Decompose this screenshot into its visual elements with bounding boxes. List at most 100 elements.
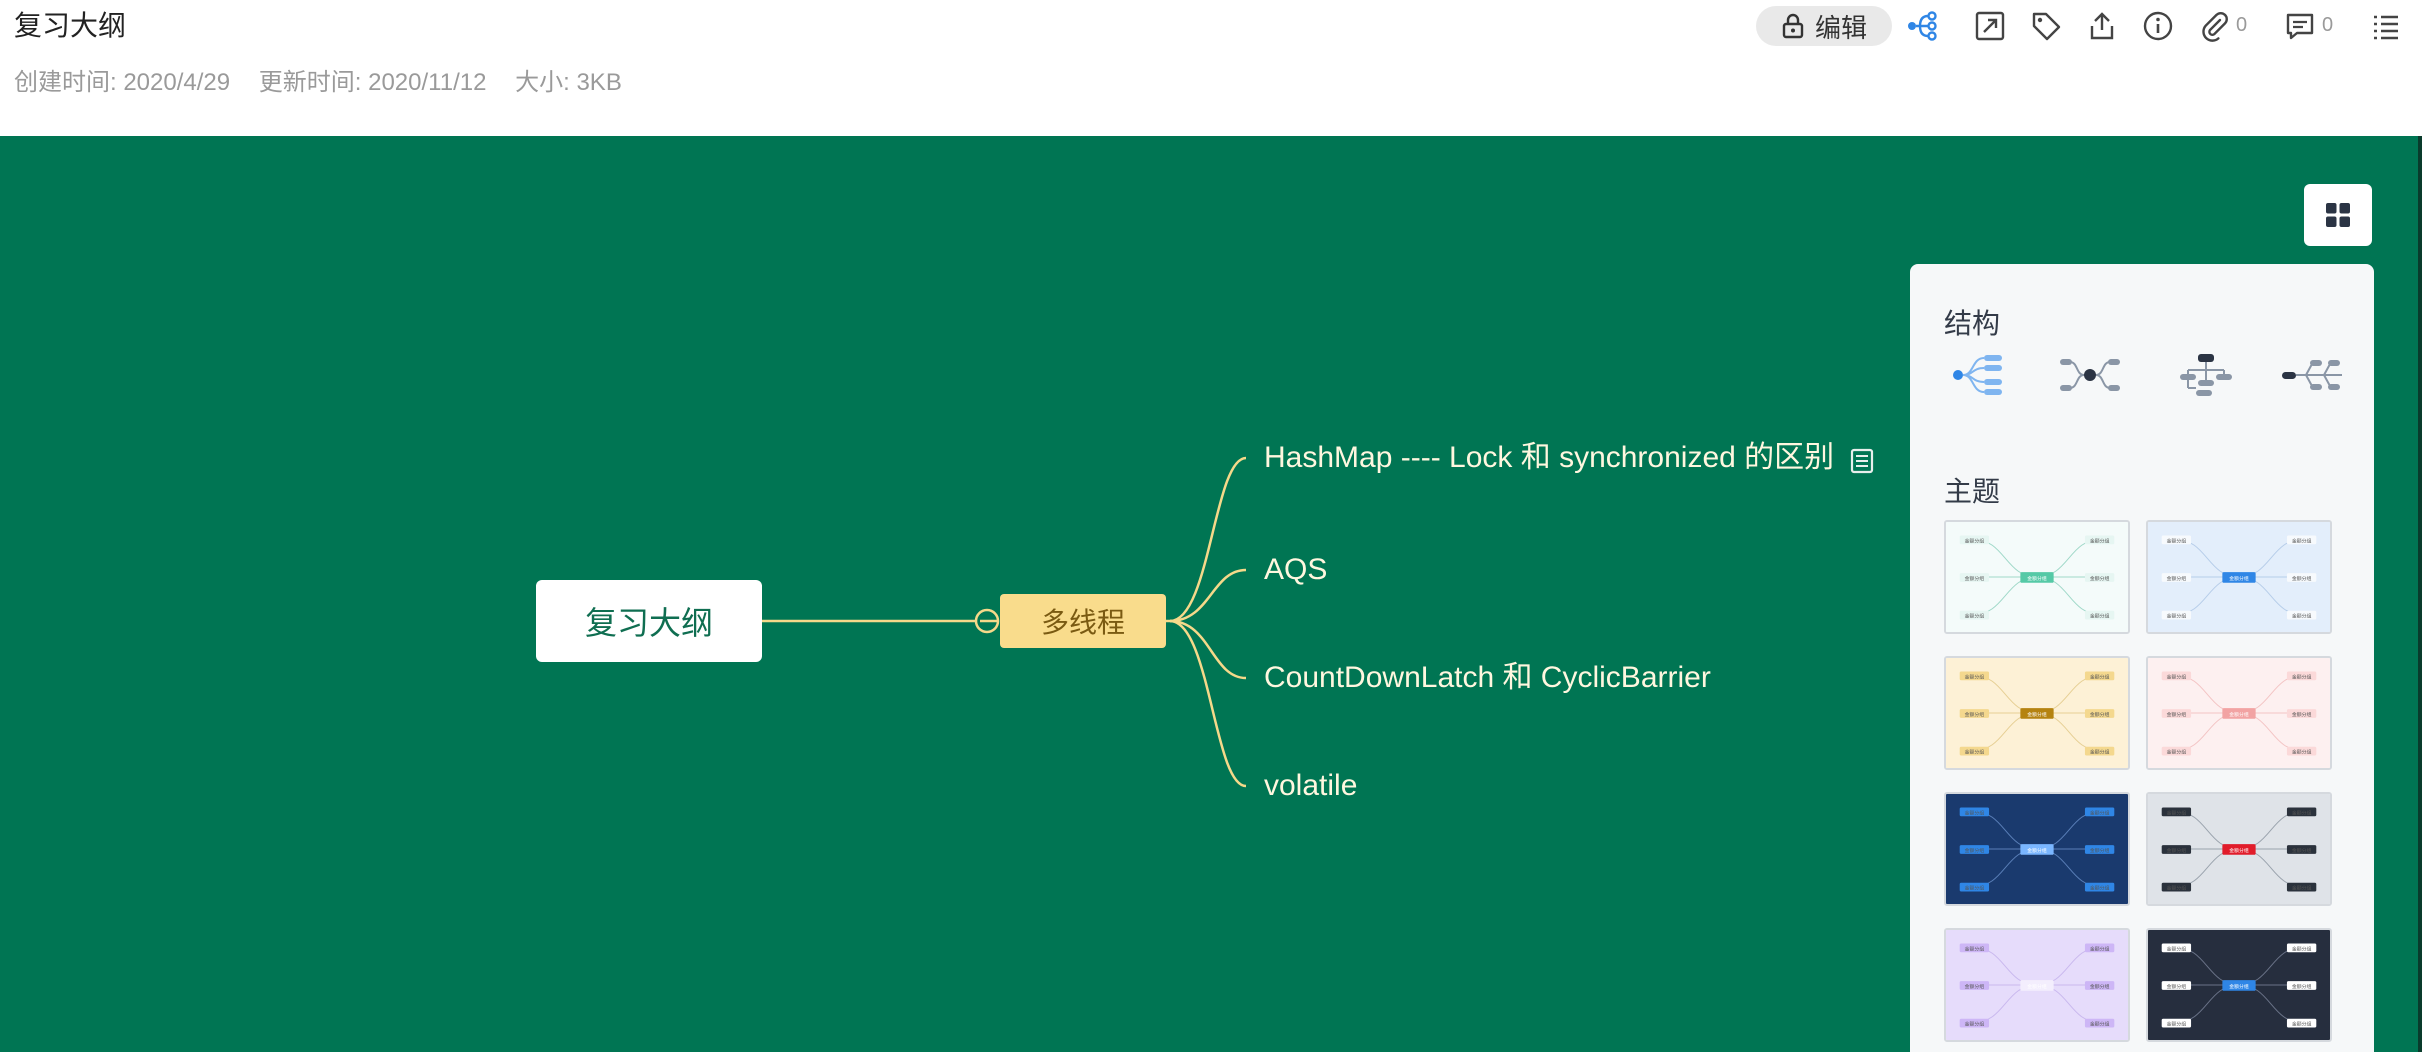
svg-text:金额分组: 金额分组 — [1965, 847, 1985, 854]
outline-icon[interactable] — [2370, 10, 2402, 42]
share-icon[interactable] — [2086, 10, 2118, 42]
theme-gray-red-card[interactable]: 金额分组金额分组金额分组金额分组金额分组金额分组金额分组 — [2146, 792, 2332, 906]
svg-text:金额分组: 金额分组 — [2292, 1021, 2312, 1028]
mindmap-structure-icon[interactable] — [2058, 352, 2122, 398]
svg-text:金额分组: 金额分组 — [2090, 809, 2110, 816]
structure-title: 结构 — [1944, 308, 2001, 339]
svg-text:金额分组: 金额分组 — [2167, 983, 2187, 990]
theme-dark-card[interactable]: 金额分组金额分组金额分组金额分组金额分组金额分组金额分组 — [2146, 928, 2332, 1042]
org-chart-structure-icon[interactable] — [2174, 352, 2238, 398]
svg-text:金额分组: 金额分组 — [2292, 847, 2312, 854]
svg-text:金额分组: 金额分组 — [2090, 1021, 2110, 1028]
canvas-scroll-edge — [2418, 136, 2422, 1052]
svg-text:金额分组: 金额分组 — [2167, 885, 2187, 892]
svg-text:金额分组: 金额分组 — [2167, 711, 2187, 718]
main-topic-node[interactable]: 多线程 — [1000, 594, 1166, 648]
theme-light-green-card[interactable]: 金额分组金额分组金额分组金额分组金额分组金额分组金额分组 — [1944, 520, 2130, 634]
svg-text:金额分组: 金额分组 — [2167, 575, 2187, 582]
svg-text:金额分组: 金额分组 — [2167, 673, 2187, 680]
child-node-hashmap[interactable]: HashMap ---- Lock 和 synchronized 的区别 — [1264, 441, 1835, 474]
document-header: 复习大纲 创建时间: 2020/4/29 更新时间: 2020/11/12 大小… — [0, 0, 2422, 136]
theme-title: 主题 — [1944, 476, 2001, 507]
svg-text:金额分组: 金额分组 — [2090, 711, 2110, 718]
attachment-icon[interactable] — [2198, 10, 2230, 42]
document-meta: 创建时间: 2020/4/29 更新时间: 2020/11/12 大小: 3KB — [14, 66, 644, 100]
svg-text:金额分组: 金额分组 — [2167, 749, 2187, 756]
expand-icon[interactable] — [1974, 10, 2006, 42]
layout-panel-toggle-button[interactable] — [2304, 184, 2372, 246]
mindmap-icon[interactable] — [1906, 10, 1938, 42]
svg-text:金额分组: 金额分组 — [1965, 1021, 1985, 1028]
svg-text:金额分组: 金额分组 — [2090, 613, 2110, 620]
child-node-aqs[interactable]: AQS — [1264, 553, 1328, 586]
svg-text:金额分组: 金额分组 — [2229, 711, 2249, 718]
logic-right-structure-icon[interactable] — [1950, 352, 2014, 398]
root-node[interactable]: 复习大纲 — [536, 580, 762, 662]
svg-text:金额分组: 金额分组 — [1965, 711, 1985, 718]
file-size: 大小: 3KB — [515, 69, 622, 96]
svg-text:金额分组: 金额分组 — [1965, 809, 1985, 816]
child-node-countdownlatch[interactable]: CountDownLatch 和 CyclicBarrier — [1264, 661, 1711, 694]
attachment-count: 0 — [2236, 14, 2248, 36]
document-title: 复习大纲 — [14, 10, 127, 41]
svg-text:金额分组: 金额分组 — [2167, 847, 2187, 854]
style-panel: 结构 — [1910, 264, 2374, 1052]
svg-text:金额分组: 金额分组 — [2090, 847, 2110, 854]
svg-text:金额分组: 金额分组 — [2292, 575, 2312, 582]
theme-navy-card[interactable]: 金额分组金额分组金额分组金额分组金额分组金额分组金额分组 — [1944, 792, 2130, 906]
theme-cream-card[interactable]: 金额分组金额分组金额分组金额分组金额分组金额分组金额分组 — [1944, 656, 2130, 770]
svg-text:金额分组: 金额分组 — [1965, 537, 1985, 544]
svg-text:金额分组: 金额分组 — [2167, 945, 2187, 952]
svg-text:金额分组: 金额分组 — [1965, 885, 1985, 892]
mindmap-canvas[interactable]: 复习大纲 多线程 HashMap ---- Lock 和 synchronize… — [0, 136, 2422, 1052]
svg-text:金额分组: 金额分组 — [1965, 673, 1985, 680]
svg-text:金额分组: 金额分组 — [1965, 575, 1985, 582]
svg-text:金额分组: 金额分组 — [2090, 749, 2110, 756]
svg-text:金额分组: 金额分组 — [2090, 537, 2110, 544]
svg-text:金额分组: 金额分组 — [2292, 983, 2312, 990]
theme-pink-card[interactable]: 金额分组金额分组金额分组金额分组金额分组金额分组金额分组 — [2146, 656, 2332, 770]
svg-text:金额分组: 金额分组 — [2090, 945, 2110, 952]
svg-text:金额分组: 金额分组 — [2292, 711, 2312, 718]
svg-text:金额分组: 金额分组 — [2167, 1021, 2187, 1028]
svg-text:金额分组: 金额分组 — [2167, 537, 2187, 544]
svg-text:金额分组: 金额分组 — [2167, 809, 2187, 816]
comment-icon[interactable] — [2284, 10, 2316, 42]
svg-text:金额分组: 金额分组 — [2027, 711, 2047, 718]
created-time: 创建时间: 2020/4/29 — [14, 69, 231, 96]
svg-text:金额分组: 金额分组 — [1965, 749, 1985, 756]
edit-button-label: 编辑 — [1814, 12, 1867, 43]
svg-text:金额分组: 金额分组 — [2027, 983, 2047, 990]
svg-text:金额分组: 金额分组 — [2292, 613, 2312, 620]
svg-text:金额分组: 金额分组 — [2027, 575, 2047, 582]
edit-button[interactable]: 编辑 — [1756, 6, 1892, 46]
svg-text:金额分组: 金额分组 — [2229, 575, 2249, 582]
theme-lavender-card[interactable]: 金额分组金额分组金额分组金额分组金额分组金额分组金额分组 — [1944, 928, 2130, 1042]
svg-text:金额分组: 金额分组 — [2027, 847, 2047, 854]
updated-time: 更新时间: 2020/11/12 — [258, 69, 487, 96]
svg-text:金额分组: 金额分组 — [2292, 885, 2312, 892]
svg-text:金额分组: 金额分组 — [2167, 613, 2187, 620]
grid-icon — [2326, 203, 2350, 227]
child-node-volatile[interactable]: volatile — [1264, 769, 1358, 802]
theme-light-blue-card[interactable]: 金额分组金额分组金额分组金额分组金额分组金额分组金额分组 — [2146, 520, 2332, 634]
svg-text:金额分组: 金额分组 — [2090, 983, 2110, 990]
svg-text:金额分组: 金额分组 — [2292, 749, 2312, 756]
svg-text:金额分组: 金额分组 — [2292, 673, 2312, 680]
svg-text:金额分组: 金额分组 — [2292, 537, 2312, 544]
svg-text:金额分组: 金额分组 — [2292, 809, 2312, 816]
svg-text:金额分组: 金额分组 — [2090, 673, 2110, 680]
note-icon[interactable] — [1848, 446, 1876, 476]
comment-count: 0 — [2322, 14, 2334, 36]
tag-icon[interactable] — [2030, 10, 2062, 42]
mindmap-connectors — [762, 456, 1247, 788]
svg-text:金额分组: 金额分组 — [2090, 575, 2110, 582]
svg-text:金额分组: 金额分组 — [2292, 945, 2312, 952]
info-icon[interactable] — [2142, 10, 2174, 42]
svg-text:金额分组: 金额分组 — [2090, 885, 2110, 892]
svg-text:金额分组: 金额分组 — [2229, 983, 2249, 990]
svg-text:金额分组: 金额分组 — [1965, 945, 1985, 952]
timeline-structure-icon[interactable] — [2280, 352, 2344, 398]
lock-icon — [1782, 13, 1804, 39]
svg-text:金额分组: 金额分组 — [2229, 847, 2249, 854]
